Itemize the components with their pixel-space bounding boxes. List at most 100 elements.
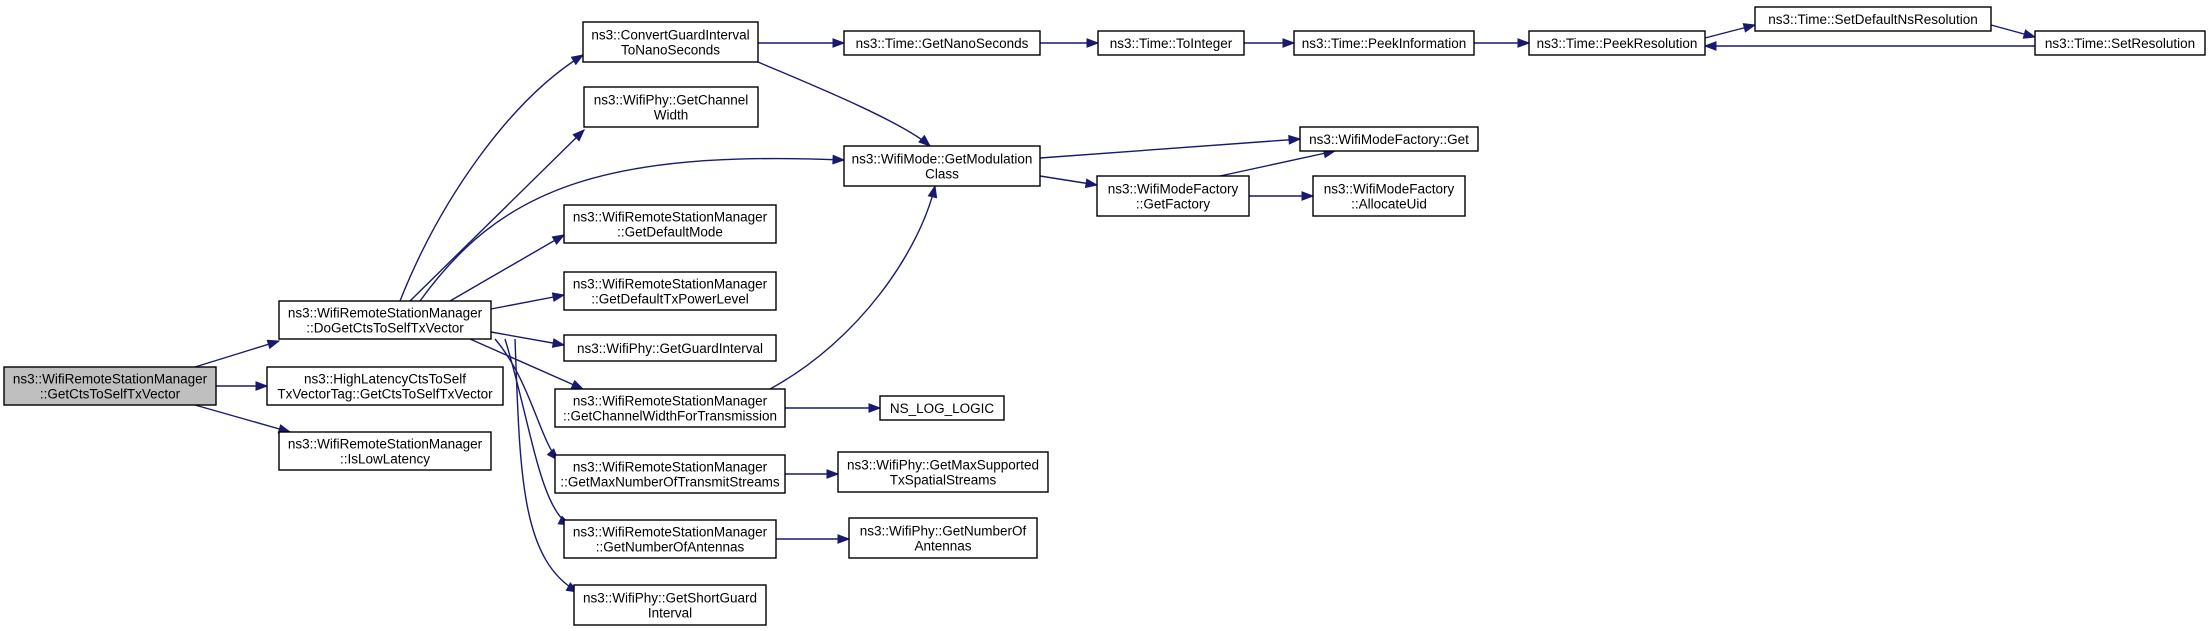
node-isLowLatency[interactable]: ns3::WifiRemoteStationManager::IsLowLate… [278,431,492,471]
edge-doGetCts-convertGi [399,54,585,302]
node-getChannelWidth[interactable]: ns3::WifiPhy::GetChannelWidth [583,86,759,128]
node-label: ns3::WifiModeFactory::Get [1309,132,1469,147]
edge-setDefaultNs-setRes [1990,24,2037,39]
node-box [563,519,777,559]
node-setRes[interactable]: ns3::Time::SetResolution [2034,30,2206,56]
edge-getNanoSeconds-toInteger [1040,38,1100,48]
node-box [843,145,1041,187]
edge-doGetCts-getGuardInterval [490,331,566,348]
node-nsLogLogic[interactable]: NS_LOG_LOGIC [879,395,1005,421]
node-label: ns3::WifiRemoteStationManager [573,394,768,409]
edge-getModClass-factory [1039,175,1099,189]
node-getGuardInterval[interactable]: ns3::WifiPhy::GetGuardInterval [563,334,777,362]
node-getMaxSupported[interactable]: ns3::WifiPhy::GetMaxSupportedTxSpatialSt… [837,451,1049,493]
node-label: Class [925,167,959,182]
node-label: ::GetCtsToSelfTxVector [40,387,181,402]
edge-root-highLatency [216,381,269,391]
node-box [3,366,217,406]
node-box [848,517,1038,559]
edge-convertGi-getNanoSeconds [758,38,846,48]
node-getNanoSeconds[interactable]: ns3::Time::GetNanoSeconds [843,30,1041,56]
node-box [1096,175,1250,217]
edge-getChWidthTx-getModClass [769,184,938,390]
node-getNAnt[interactable]: ns3::WifiRemoteStationManager::GetNumber… [563,519,777,559]
edge-peekRes-setDefaultNs [1704,23,1757,39]
node-box [1097,30,1245,56]
node-phyGetNAnt[interactable]: ns3::WifiPhy::GetNumberOfAntennas [848,517,1038,559]
edge-doGetCts-getDefaultTxPower [490,292,566,310]
node-label: ::AllocateUid [1351,197,1427,212]
node-box [563,271,777,311]
edge-doGetCts-getDefaultMode [449,234,566,302]
node-label: ns3::Time::SetDefaultNsResolution [1768,12,1978,27]
node-label: ToNanoSeconds [621,43,720,58]
node-box [1312,175,1466,217]
node-label: ns3::Time::GetNanoSeconds [856,36,1029,51]
node-getDefaultTxPower[interactable]: ns3::WifiRemoteStationManager::GetDefaul… [563,271,777,311]
node-label: ns3::WifiRemoteStationManager [573,460,768,475]
node-label: ::GetDefaultTxPowerLevel [591,292,749,307]
node-label: ns3::ConvertGuardInterval [591,28,749,43]
node-box [554,388,786,428]
node-label: ns3::Time::SetResolution [2045,36,2195,51]
node-label: ::GetDefaultMode [617,225,723,240]
node-box [266,366,504,406]
node-box [1528,30,1706,56]
node-label: ns3::WifiPhy::GetShortGuard [583,591,757,606]
node-box [1293,30,1475,56]
node-label: Interval [648,606,692,621]
node-label: ::GetMaxNumberOfTransmitStreams [560,475,780,490]
node-root[interactable]: ns3::WifiRemoteStationManager::GetCtsToS… [3,366,217,406]
node-label: ns3::WifiPhy::GetMaxSupported [847,458,1039,473]
node-box [843,30,1041,56]
node-doGetCts[interactable]: ns3::WifiRemoteStationManager::DoGetCtsT… [278,300,492,340]
node-peekRes[interactable]: ns3::Time::PeekResolution [1528,30,1706,56]
node-setDefaultNs[interactable]: ns3::Time::SetDefaultNsResolution [1754,6,1992,32]
edge-root-isLowLatency [194,404,292,434]
node-box [879,395,1005,421]
node-getChWidthTx[interactable]: ns3::WifiRemoteStationManager::GetChanne… [554,388,786,428]
node-label: ns3::WifiModeFactory [1324,182,1455,197]
node-label: ns3::WifiRemoteStationManager [288,437,483,452]
node-highLatency[interactable]: ns3::HighLatencyCtsToSelfTxVectorTag::Ge… [266,366,504,406]
node-label: ::GetFactory [1136,197,1211,212]
edge-getChWidthTx-nsLogLogic [785,403,882,413]
node-getMaxNTx[interactable]: ns3::WifiRemoteStationManager::GetMaxNum… [554,454,786,494]
node-label: ns3::WifiRemoteStationManager [573,525,768,540]
edge-peekInfo-peekRes [1474,38,1531,48]
edge-factory-allocateUid [1249,191,1315,201]
node-label: Width [654,108,689,123]
node-toInteger[interactable]: ns3::Time::ToInteger [1097,30,1245,56]
nodes: ns3::WifiRemoteStationManager::GetCtsToS… [3,6,2206,626]
node-label: TxVectorTag::GetCtsToSelfTxVector [277,387,493,402]
node-label: ns3::WifiPhy::GetChannel [594,93,749,108]
node-box [563,334,777,362]
node-label: ns3::WifiRemoteStationManager [288,306,483,321]
edge-root-doGetCts [194,339,281,368]
node-label: Antennas [914,539,971,554]
node-label: TxSpatialStreams [890,473,997,488]
node-allocateUid[interactable]: ns3::WifiModeFactory::AllocateUid [1312,175,1466,217]
node-box [1299,126,1479,152]
edge-toInteger-peekInfo [1244,38,1296,48]
node-factory[interactable]: ns3::WifiModeFactory::GetFactory [1096,175,1250,217]
node-label: ::IsLowLatency [340,452,430,467]
node-box [837,451,1049,493]
node-label: ns3::WifiRemoteStationManager [573,210,768,225]
node-modeFactoryGet[interactable]: ns3::WifiModeFactory::Get [1299,126,1479,152]
edge-getMaxNTx-getMaxSupported [785,469,840,479]
node-label: ns3::WifiRemoteStationManager [573,277,768,292]
node-peekInfo[interactable]: ns3::Time::PeekInformation [1293,30,1475,56]
node-box [583,86,759,128]
edge-getNAnt-phyGetNAnt [776,534,851,544]
edge-doGetCts-getChannelWidth [409,129,585,302]
node-box [554,454,786,494]
node-box [573,584,767,626]
edge-factory-modeFactoryGet [1219,148,1337,177]
node-label: ::DoGetCtsToSelfTxVector [306,321,464,336]
node-getDefaultMode[interactable]: ns3::WifiRemoteStationManager::GetDefaul… [563,204,777,244]
node-label: ns3::WifiRemoteStationManager [13,372,208,387]
